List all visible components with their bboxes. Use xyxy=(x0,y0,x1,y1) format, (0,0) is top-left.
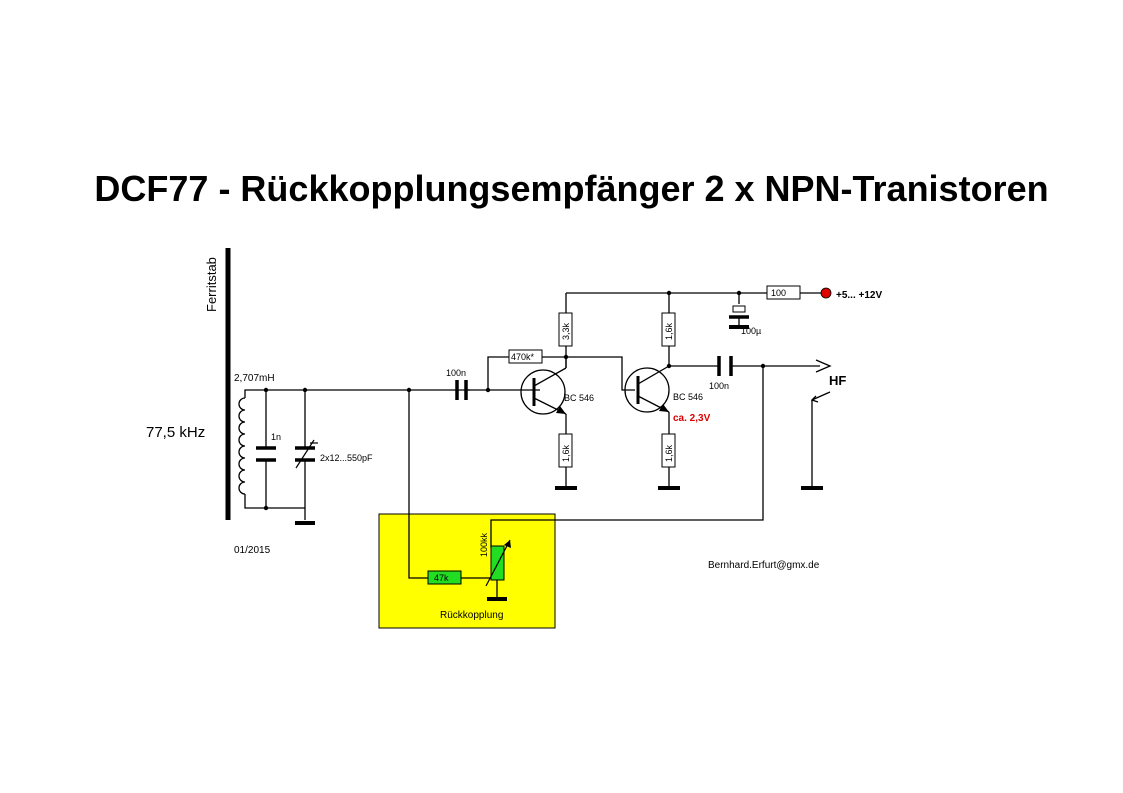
transistor-t2 xyxy=(624,365,670,413)
cap-100u-label: 100µ xyxy=(741,326,761,336)
resistor-3k3-label: 3,3k xyxy=(561,322,571,340)
resistor-470k-label: 470k* xyxy=(511,352,535,362)
cap-1n-label: 1n xyxy=(271,432,281,442)
ferrite-rod-label: Ferritstab xyxy=(204,257,219,312)
hf-label: HF xyxy=(829,373,846,388)
frequency-label: 77,5 kHz xyxy=(146,424,205,441)
trimmer-label: 2x12...550pF xyxy=(320,453,373,463)
voltage-label: ca. 2,3V xyxy=(673,413,711,424)
t2-label: BC 546 xyxy=(673,392,703,402)
cap-100n-output-label: 100n xyxy=(709,381,729,391)
page-title: DCF77 - Rückkopplungsempfänger 2 x NPN-T… xyxy=(94,168,1049,209)
resistor-47k xyxy=(427,570,462,585)
potentiometer-100k xyxy=(485,539,511,590)
resistor-470k xyxy=(508,349,543,364)
potentiometer-label: 100kk xyxy=(479,532,489,557)
t1-label: BC 546 xyxy=(564,393,594,403)
coil-inductor xyxy=(238,389,305,509)
coil-label: 2,707mH xyxy=(234,373,275,384)
capacitor-1n xyxy=(256,390,276,508)
supply-label: +5... +12V xyxy=(836,290,882,301)
trimmer-capacitor xyxy=(295,390,318,525)
resistor-100 xyxy=(766,285,801,300)
resistor-1k6-e2-label: 1,6k xyxy=(664,444,674,462)
resistor-100-label: 100 xyxy=(771,288,786,298)
resistor-1k6-c2 xyxy=(661,312,676,347)
resistor-3k3 xyxy=(558,312,573,347)
capacitor-100n-input xyxy=(455,380,540,400)
cap-100n-input-label: 100n xyxy=(446,368,466,378)
date-label: 01/2015 xyxy=(234,545,271,556)
email-label: Bernhard.Erfurt@gmx.de xyxy=(708,560,820,571)
capacitor-100u xyxy=(729,293,749,329)
feedback-box xyxy=(378,513,556,629)
resistor-1k6-e2 xyxy=(661,433,676,468)
feedback-label: Rückkopplung xyxy=(440,610,503,621)
resistor-47k-label: 47k xyxy=(434,573,449,583)
supply-terminal xyxy=(820,287,832,299)
resistor-1k6-e1-label: 1,6k xyxy=(561,444,571,462)
transistor-t1 xyxy=(520,367,567,415)
resistor-1k6-c2-label: 1,6k xyxy=(664,322,674,340)
resistor-1k6-e1 xyxy=(558,433,573,468)
